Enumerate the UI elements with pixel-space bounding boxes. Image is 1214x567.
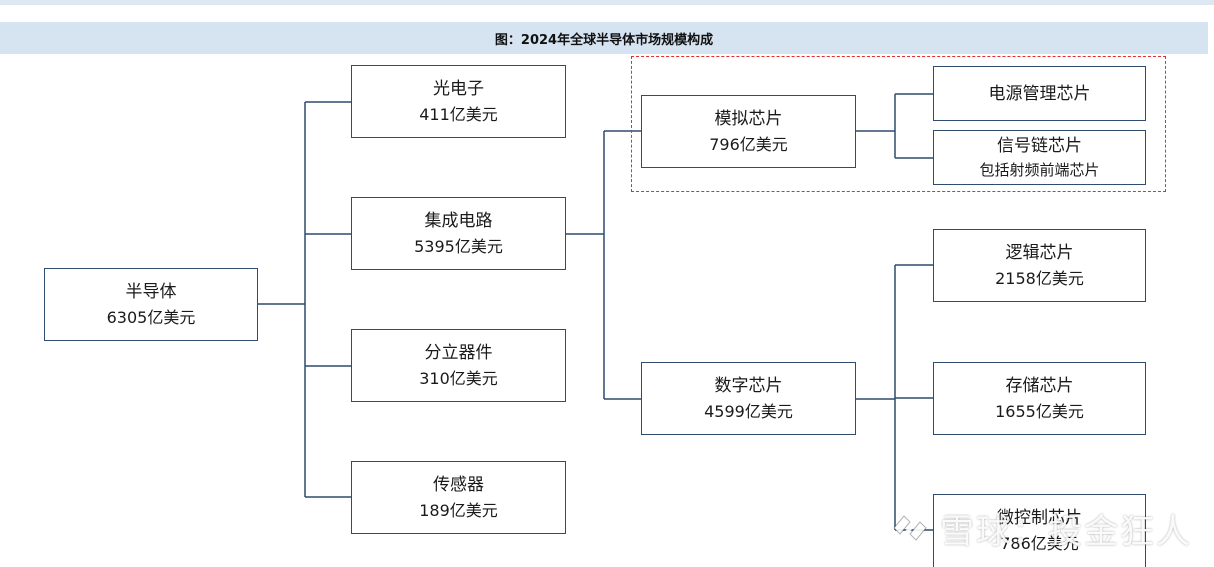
node-value: 796亿美元 [709,134,788,154]
figure-title-bar: 图：2024年全球半导体市场规模构成 [0,22,1208,54]
analog-highlight-frame [631,56,1166,192]
watermark-text: 雪球：投金狂人 [940,511,1192,552]
node-value: 189亿美元 [419,500,498,520]
node-discrete-devices: 分立器件 310亿美元 [351,329,566,402]
node-memory-chips: 存储芯片 1655亿美元 [933,362,1146,435]
node-digital-chips: 数字芯片 4599亿美元 [641,362,856,435]
node-signal-chain-chips: 信号链芯片 包括射频前端芯片 [933,130,1146,185]
figure-title: 图：2024年全球半导体市场规模构成 [494,32,714,48]
watermark: 雪球：投金狂人 [888,500,1192,556]
node-value: 310亿美元 [419,368,498,388]
node-name: 集成电路 [424,210,493,231]
node-name: 存储芯片 [1005,375,1074,396]
node-value: 4599亿美元 [704,401,793,421]
node-microcontroller-chips: 微控制芯片 786亿美元 [933,494,1146,567]
top-strip [0,0,1214,5]
node-semiconductor: 半导体 6305亿美元 [44,268,258,341]
node-name: 传感器 [433,474,484,495]
node-value: 5395亿美元 [414,236,503,256]
xueqiu-logo-icon [893,515,927,541]
node-power-management-chips: 电源管理芯片 [933,66,1146,121]
node-logic-chips: 逻辑芯片 2158亿美元 [933,229,1146,302]
node-name: 微控制芯片 [997,508,1082,528]
node-name: 半导体 [125,281,177,302]
node-name: 分立器件 [424,342,493,363]
node-optoelectronics: 光电子 411亿美元 [351,65,566,138]
node-note: 包括射频前端芯片 [979,160,1100,179]
node-analog-chips: 模拟芯片 796亿美元 [641,95,856,168]
node-name: 模拟芯片 [714,108,783,129]
node-name: 电源管理芯片 [988,83,1091,104]
node-name: 信号链芯片 [997,135,1082,156]
node-name: 光电子 [433,78,484,99]
node-value: 786亿美元 [1000,534,1079,553]
node-value: 2158亿美元 [995,268,1084,288]
node-integrated-circuit: 集成电路 5395亿美元 [351,197,566,270]
node-value: 6305亿美元 [106,307,196,327]
node-name: 数字芯片 [714,375,783,396]
node-sensors: 传感器 189亿美元 [351,461,566,534]
node-name: 逻辑芯片 [1005,242,1074,263]
node-value: 1655亿美元 [995,401,1084,421]
node-value: 411亿美元 [419,104,498,124]
